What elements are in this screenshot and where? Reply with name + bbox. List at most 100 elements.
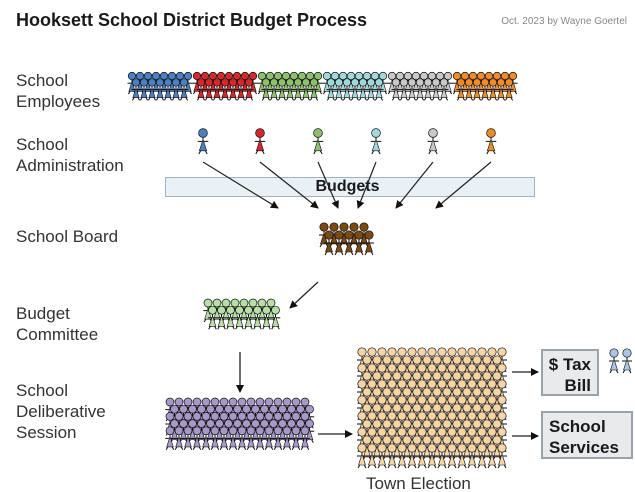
board-figure-0 (319, 222, 329, 248)
school-services-box: School Services (541, 411, 633, 459)
employee-figure-2-0 (257, 71, 267, 95)
taxpayer-figure-0 (609, 348, 619, 374)
committee-figure-9 (216, 305, 227, 330)
employee-figure-3-14 (374, 78, 384, 101)
voter-figure-180 (417, 443, 427, 469)
employee-figure-1-10 (212, 78, 222, 101)
employee-figure-0-11 (155, 78, 165, 101)
session-figure-73 (246, 426, 256, 451)
employee-figure-2-11 (285, 78, 295, 101)
employee-figure-4-4 (419, 71, 429, 95)
employee-figure-3-3 (346, 71, 356, 95)
employee-figure-0-6 (175, 71, 185, 95)
session-figure-69 (210, 426, 220, 451)
employee-figure-1-12 (228, 78, 238, 101)
employee-figure-4-14 (439, 78, 449, 101)
employee-figure-2-13 (301, 78, 311, 101)
committee-figure-10 (225, 305, 236, 330)
session-figure-65 (174, 426, 184, 451)
employee-figure-4-13 (431, 78, 441, 101)
committee-figure-7 (266, 298, 276, 323)
board-group (319, 222, 374, 256)
employee-figure-0-8 (131, 78, 141, 101)
voter-figure-177 (387, 443, 397, 469)
session-figure-64 (165, 426, 175, 451)
employee-figure-3-0 (322, 71, 332, 95)
employee-figure-3-13 (366, 78, 376, 101)
voter-figure-169 (452, 435, 462, 461)
employee-figure-1-0 (192, 71, 202, 95)
employee-figure-5-10 (472, 78, 482, 101)
diagram-title: Hooksett School District Budget Process (16, 10, 368, 30)
employee-figure-0-9 (139, 78, 149, 101)
employee-figure-5-4 (484, 71, 494, 95)
employee-figure-5-12 (488, 78, 498, 101)
employee-figure-2-9 (269, 78, 279, 101)
voter-figure-162 (382, 435, 392, 461)
voter-figure-174 (357, 443, 367, 469)
employee-figure-0-0 (127, 71, 137, 95)
voter-figure-175 (367, 443, 377, 469)
board-figure-7 (344, 230, 354, 256)
employee-figure-3-10 (342, 78, 352, 101)
admin-figure-5 (485, 128, 497, 155)
voter-figure-178 (397, 443, 407, 469)
employee-figure-5-11 (480, 78, 490, 101)
employee-figure-2-14 (309, 78, 319, 101)
committee-figure-11 (234, 305, 245, 330)
session-figure-78 (291, 426, 301, 451)
employees-crowd (127, 71, 518, 101)
session-figure-76 (273, 426, 283, 451)
employee-figure-0-10 (147, 78, 157, 101)
session-figure-71 (228, 426, 238, 451)
voter-figure-164 (402, 435, 412, 461)
session-figure-66 (183, 426, 193, 451)
taxpayer-figure-1 (622, 348, 632, 374)
committee-figure-15 (270, 305, 281, 330)
voter-figure-186 (477, 443, 487, 469)
voter-figure-183 (447, 443, 457, 469)
committee-figure-12 (243, 305, 254, 330)
label-school-board: School Board (16, 227, 119, 246)
employee-figure-2-3 (281, 71, 291, 95)
admin-figure-2 (312, 128, 324, 155)
session-figure-70 (219, 426, 229, 451)
voter-figure-181 (427, 443, 437, 469)
committee-group (203, 298, 281, 330)
employee-figure-5-9 (464, 78, 474, 101)
employee-figure-3-12 (358, 78, 368, 101)
session-figure-72 (237, 426, 247, 451)
tax-bill-label: $ Tax Bill (548, 355, 591, 395)
board-figure-8 (354, 230, 364, 256)
admin-figure-4 (427, 128, 439, 155)
board-figure-9 (364, 230, 374, 256)
employee-figure-1-13 (236, 78, 246, 101)
voter-figure-182 (437, 443, 447, 469)
town-election-crowd (357, 347, 507, 469)
employee-figure-2-8 (261, 78, 271, 101)
employee-figure-0-14 (179, 78, 189, 101)
voter-figure-172 (482, 435, 492, 461)
employee-figure-4-10 (407, 78, 417, 101)
employee-figure-4-9 (399, 78, 409, 101)
employee-figure-4-11 (415, 78, 425, 101)
session-figure-74 (255, 426, 265, 451)
session-figure-75 (264, 426, 274, 451)
session-figure-48 (169, 419, 180, 443)
board-figure-5 (324, 230, 334, 256)
employee-figure-0-12 (163, 78, 173, 101)
voter-figure-179 (407, 443, 417, 469)
employee-figure-5-13 (496, 78, 506, 101)
tax-bill-box: $ Tax Bill (541, 349, 599, 396)
voter-figure-184 (457, 443, 467, 469)
employee-figure-3-2 (338, 71, 348, 95)
session-figure-60 (277, 419, 288, 443)
session-figure-67 (192, 426, 202, 451)
employee-figure-5-7 (508, 71, 518, 95)
credit-line: Oct. 2023 by Wayne Goertel (501, 16, 627, 27)
taxpayer-figures (609, 348, 632, 374)
voter-figure-176 (377, 443, 387, 469)
employee-figure-0-13 (171, 78, 181, 101)
